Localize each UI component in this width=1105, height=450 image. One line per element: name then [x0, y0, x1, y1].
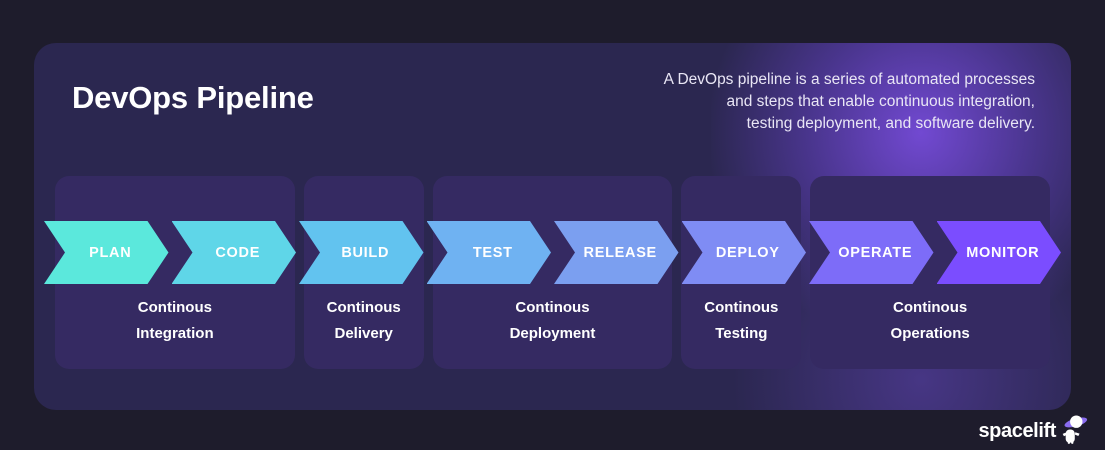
group-card-line-2: Integration	[136, 325, 214, 342]
page-title: DevOps Pipeline	[72, 80, 314, 115]
group-card-line-1: Continous	[137, 299, 212, 316]
pipeline-stage-operate[interactable]: OPERATE	[809, 221, 934, 284]
pipeline-stage-code[interactable]: CODE	[172, 221, 297, 284]
pipeline-stage-deploy[interactable]: DEPLOY	[682, 221, 807, 284]
description-line-1: A DevOps pipeline is a series of automat…	[663, 71, 1035, 88]
stage-label: CODE	[215, 244, 261, 261]
description-line-3: testing deployment, and software deliver…	[746, 115, 1035, 132]
pipeline-stage-release[interactable]: RELEASE	[554, 221, 679, 284]
group-card-line-2: Delivery	[334, 325, 393, 342]
pipeline-panel: DevOps Pipeline A DevOps pipeline is a s…	[34, 43, 1071, 410]
stage-label: TEST	[472, 244, 513, 261]
stage-label: RELEASE	[583, 244, 657, 261]
spacelift-logo: spacelift	[978, 414, 1089, 444]
pipeline-description: A DevOps pipeline is a series of automat…	[605, 69, 1035, 135]
description-line-2: and steps that enable continuous integra…	[726, 93, 1035, 110]
brand-name: spacelift	[978, 420, 1056, 442]
group-card-line-2: Operations	[890, 325, 970, 342]
stage-label: DEPLOY	[715, 244, 780, 261]
stage-label: PLAN	[89, 244, 132, 261]
pipeline-stage-plan[interactable]: PLAN	[44, 221, 169, 284]
pipeline-stage-chevrons: PLAN CODE BUILD TEST RELEASE DEPLOY OPERATE MON…	[44, 221, 1061, 284]
group-card-line-1: Continous	[326, 299, 401, 316]
group-card-line-2: Testing	[715, 325, 768, 342]
spacelift-astronaut-planet-icon	[1062, 415, 1089, 444]
pipeline-stage-test[interactable]: TEST	[427, 221, 552, 284]
group-card-line-1: Continous	[893, 299, 968, 316]
pipeline-stage-build[interactable]: BUILD	[299, 221, 424, 284]
group-card-line-2: Deployment	[509, 325, 596, 342]
group-card-line-1: Continous	[515, 299, 590, 316]
pipeline-stage-monitor[interactable]: MONITOR	[937, 221, 1062, 284]
stage-label: MONITOR	[966, 244, 1040, 261]
stage-label: BUILD	[341, 244, 390, 261]
stage-label: OPERATE	[838, 244, 913, 261]
group-card-line-1: Continous	[704, 299, 779, 316]
